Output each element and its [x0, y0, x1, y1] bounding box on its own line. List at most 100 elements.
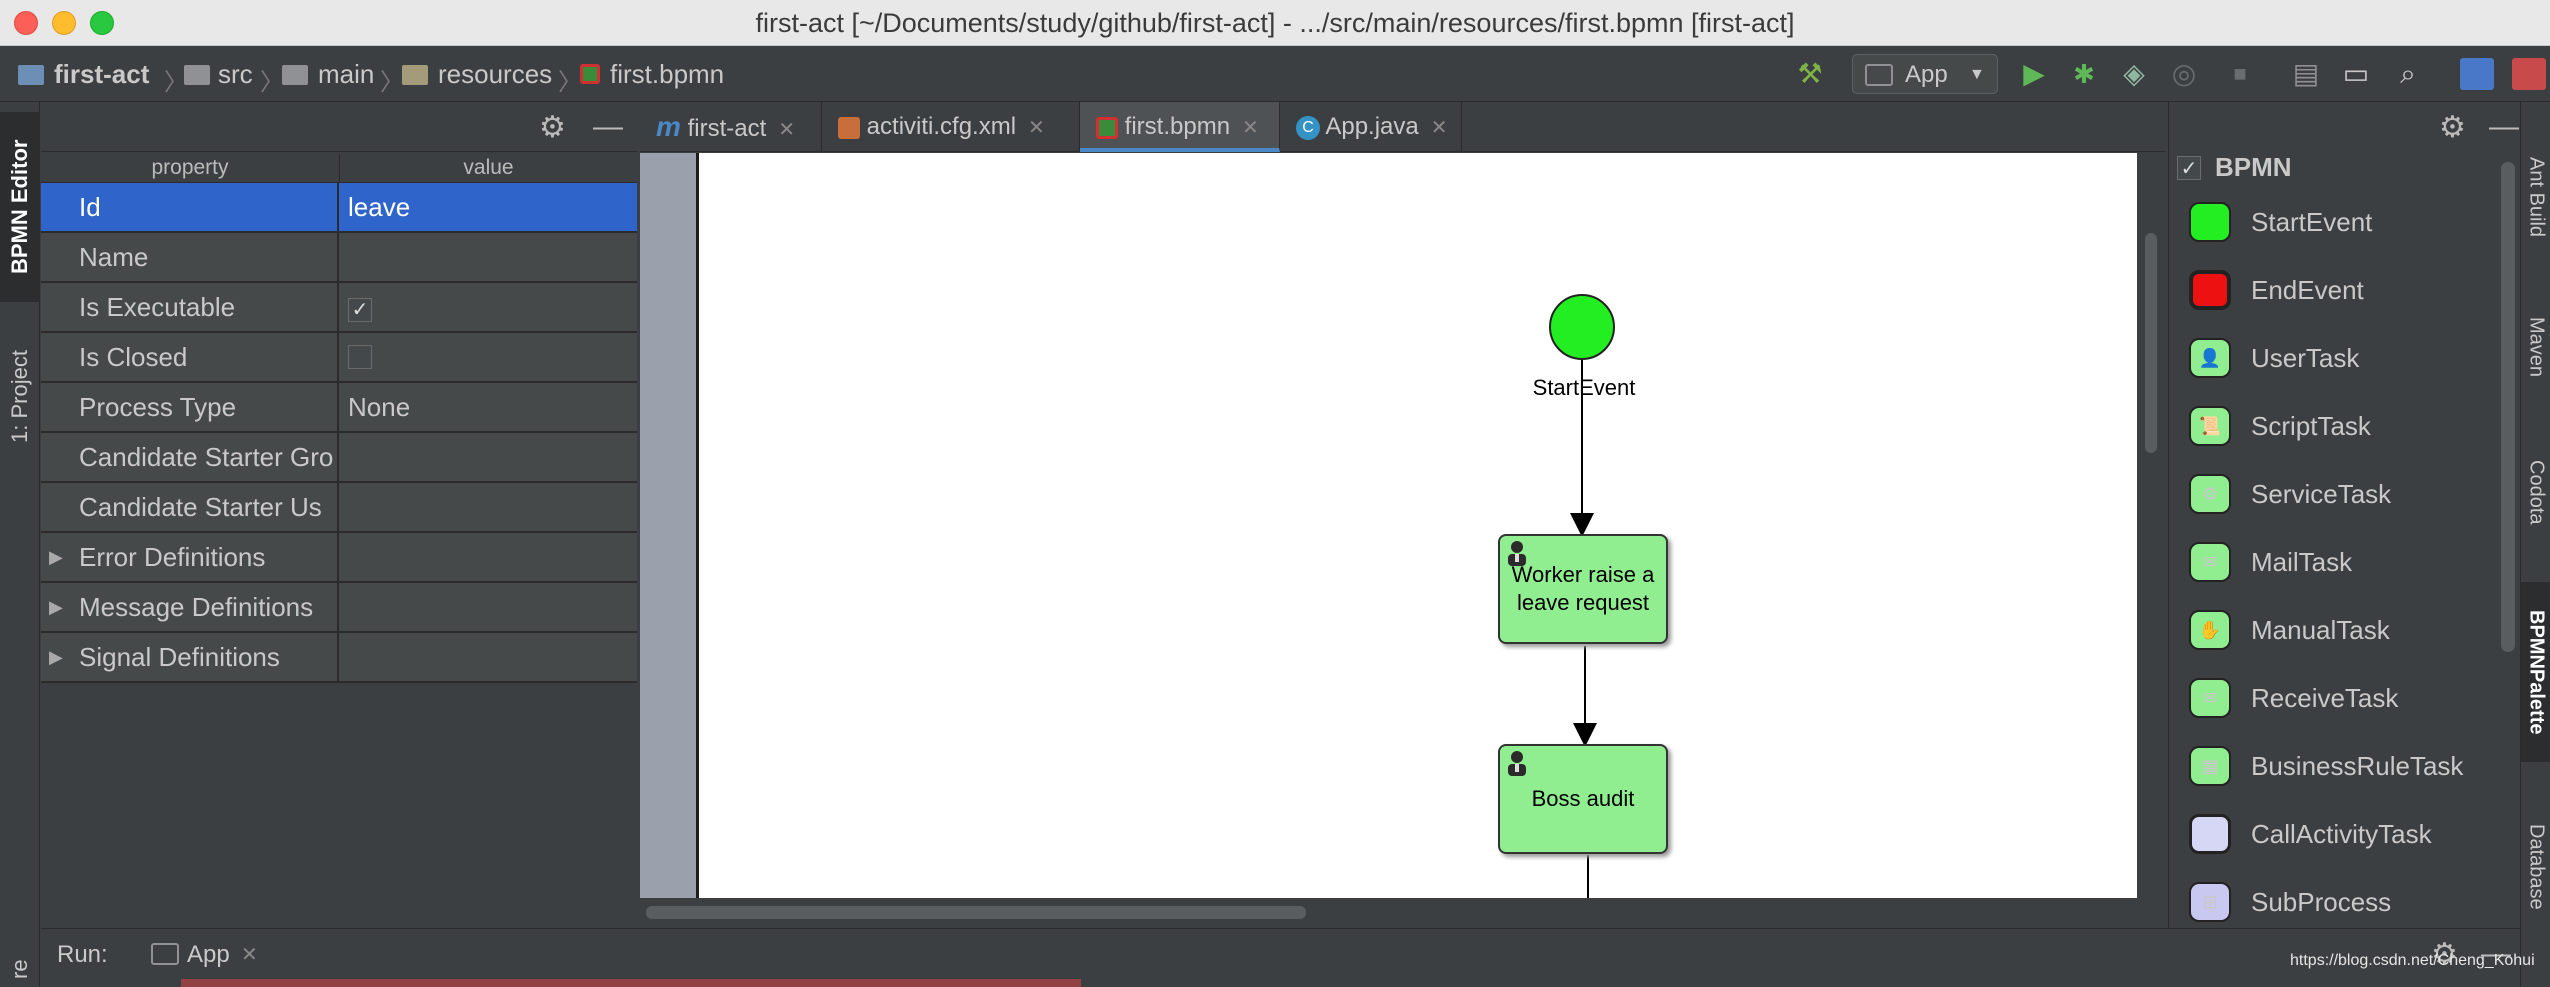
gear-icon[interactable]: ⚙ [2439, 111, 2466, 144]
table-row[interactable]: ▶Message Definitions [41, 583, 637, 633]
breadcrumb-separator-icon: 〉 [260, 69, 284, 96]
closed-checkbox[interactable] [348, 345, 372, 369]
palette-item-end-event[interactable]: EndEvent [2189, 260, 2364, 320]
vertical-scroll-thumb[interactable] [2145, 233, 2157, 453]
palette-item-service-task[interactable]: ⚙ServiceTask [2189, 464, 2391, 524]
minimize-panel-icon[interactable]: — [2489, 110, 2519, 143]
translate-icon[interactable] [2460, 58, 2494, 90]
close-tab-icon[interactable]: ✕ [1430, 117, 1448, 139]
tab-bpmn-palette[interactable]: BPMNPalette [2521, 582, 2550, 762]
close-tab-icon[interactable]: ✕ [778, 119, 796, 141]
minimize-window-button[interactable] [52, 11, 76, 35]
stop-icon[interactable]: ■ [2233, 61, 2247, 86]
palette-group-title: BPMN [2215, 152, 2292, 182]
tab-bpmn-editor[interactable]: BPMN Editor [0, 112, 40, 302]
palette-scroll-thumb[interactable] [2501, 162, 2515, 652]
vertical-scrollbar[interactable] [2137, 153, 2165, 898]
maximize-window-button[interactable] [90, 11, 114, 35]
table-row[interactable]: Candidate Starter Us [41, 483, 637, 533]
property-value-process-type[interactable]: None [348, 392, 411, 422]
breadcrumb-src[interactable]: src [218, 59, 253, 89]
property-name: Candidate Starter Us [41, 483, 339, 531]
breadcrumb-main[interactable]: main [318, 59, 375, 89]
call-activity-icon [2189, 814, 2231, 854]
property-name: ▶Error Definitions [41, 533, 339, 581]
tab-codota[interactable]: Codota [2525, 459, 2548, 525]
close-tab-icon[interactable]: ✕ [1242, 117, 1259, 139]
search-icon[interactable]: ⌕ [2400, 58, 2416, 89]
expand-arrow-icon[interactable]: ▶ [49, 547, 63, 567]
debug-icon[interactable]: ✱ [2073, 59, 2095, 89]
coverage-icon[interactable]: ◈ [2123, 58, 2145, 89]
table-row[interactable]: Candidate Starter Gro [41, 433, 637, 483]
build-hammer-icon[interactable]: ⚒ [1797, 58, 1823, 89]
task-boss-audit[interactable]: Boss audit [1498, 744, 1668, 854]
translate-alt-icon[interactable] [2512, 58, 2546, 90]
property-name: ▶Message Definitions [41, 583, 339, 631]
tab-ant-build[interactable]: Ant Build [2525, 156, 2548, 238]
palette-item-business-rule-task[interactable]: ▦BusinessRuleTask [2189, 736, 2463, 796]
bpmn-file-icon [580, 64, 600, 84]
palette-item-receive-task[interactable]: ✉ReceiveTask [2189, 668, 2398, 728]
maven-icon: m [656, 111, 681, 142]
gear-icon[interactable]: ⚙ [2431, 938, 2458, 971]
tab-database[interactable]: Database [2525, 824, 2548, 910]
table-row[interactable]: Is Executable ✓ [41, 283, 637, 333]
user-task-icon [1508, 751, 1526, 776]
palette-item-script-task[interactable]: 📜ScriptTask [2189, 396, 2371, 456]
breadcrumb-separator-icon: 〉 [380, 69, 404, 96]
property-value-name[interactable] [339, 233, 637, 281]
close-tab-icon[interactable]: ✕ [241, 944, 258, 966]
palette-item-mail-task[interactable]: ✉MailTask [2189, 532, 2352, 592]
table-row[interactable]: Id leave [41, 183, 637, 233]
close-tab-icon[interactable]: ✕ [1028, 117, 1045, 139]
gear-icon[interactable]: ⚙ [539, 111, 566, 144]
table-row[interactable]: ▶Error Definitions [41, 533, 637, 583]
run-tab-app[interactable]: App [187, 941, 230, 968]
palette-item-sub-process[interactable]: ⊞SubProcess [2189, 872, 2391, 932]
terminal-icon[interactable]: ▭ [2342, 58, 2370, 89]
properties-toolbar: ⚙ — [41, 102, 637, 152]
table-row[interactable]: Is Closed [41, 333, 637, 383]
bpmn-group-checkbox[interactable]: ✓ [2177, 156, 2201, 180]
property-value-id[interactable]: leave [348, 192, 411, 222]
tab-first-bpmn[interactable]: first.bpmn✕ [1080, 102, 1280, 152]
breadcrumb-resources[interactable]: resources [438, 59, 553, 89]
table-row[interactable]: Name [41, 233, 637, 283]
minimize-panel-icon[interactable]: — [593, 110, 623, 143]
palette-item-call-activity-task[interactable]: CallActivityTask [2189, 804, 2432, 864]
run-config-dropdown[interactable]: App ▼ [1852, 54, 1998, 94]
expand-arrow-icon[interactable]: ▶ [49, 597, 63, 617]
tab-project[interactable]: 1: Project [7, 350, 32, 444]
breadcrumb-file[interactable]: first.bpmn [610, 59, 725, 89]
table-row[interactable]: ▶Signal Definitions [41, 633, 637, 683]
user-task-icon [1508, 541, 1526, 566]
tab-activiti-cfg[interactable]: activiti.cfg.xml✕ [822, 102, 1080, 152]
start-event-node[interactable] [1549, 294, 1615, 360]
property-value-starter-users[interactable] [339, 483, 637, 531]
user-task-icon: 👤 [2189, 338, 2231, 378]
expand-arrow-icon[interactable]: ▶ [49, 647, 63, 667]
executable-checkbox[interactable]: ✓ [348, 298, 372, 322]
palette-item-user-task[interactable]: 👤UserTask [2189, 328, 2359, 388]
property-value-closed [339, 333, 637, 381]
folder-icon [282, 65, 308, 85]
minimize-panel-icon[interactable]: — [2481, 937, 2511, 970]
bpmn-canvas[interactable]: StartEvent Worker raise a leave request … [696, 153, 2137, 898]
tab-first-act[interactable]: m first-act✕ [640, 102, 822, 152]
table-row[interactable]: Process Type None [41, 383, 637, 433]
project-structure-icon[interactable]: ▤ [2292, 58, 2320, 89]
task-worker-raise-leave[interactable]: Worker raise a leave request [1498, 534, 1668, 644]
palette-item-manual-task[interactable]: ✋ManualTask [2189, 600, 2390, 660]
horizontal-scroll-thumb[interactable] [646, 906, 1306, 919]
properties-table: property value Id leave Name Is Executab… [41, 154, 637, 683]
close-window-button[interactable] [14, 11, 38, 35]
breadcrumb-project[interactable]: first-act [54, 59, 150, 89]
profile-icon[interactable]: ◎ [2171, 58, 2197, 89]
palette-item-start-event[interactable]: StartEvent [2189, 192, 2372, 252]
tab-app-java[interactable]: C App.java✕ [1280, 102, 1462, 152]
horizontal-scrollbar[interactable] [640, 898, 2137, 926]
tab-maven[interactable]: Maven [2525, 316, 2548, 378]
run-icon[interactable]: ▶ [2023, 58, 2045, 89]
property-value-starter-groups[interactable] [339, 433, 637, 481]
